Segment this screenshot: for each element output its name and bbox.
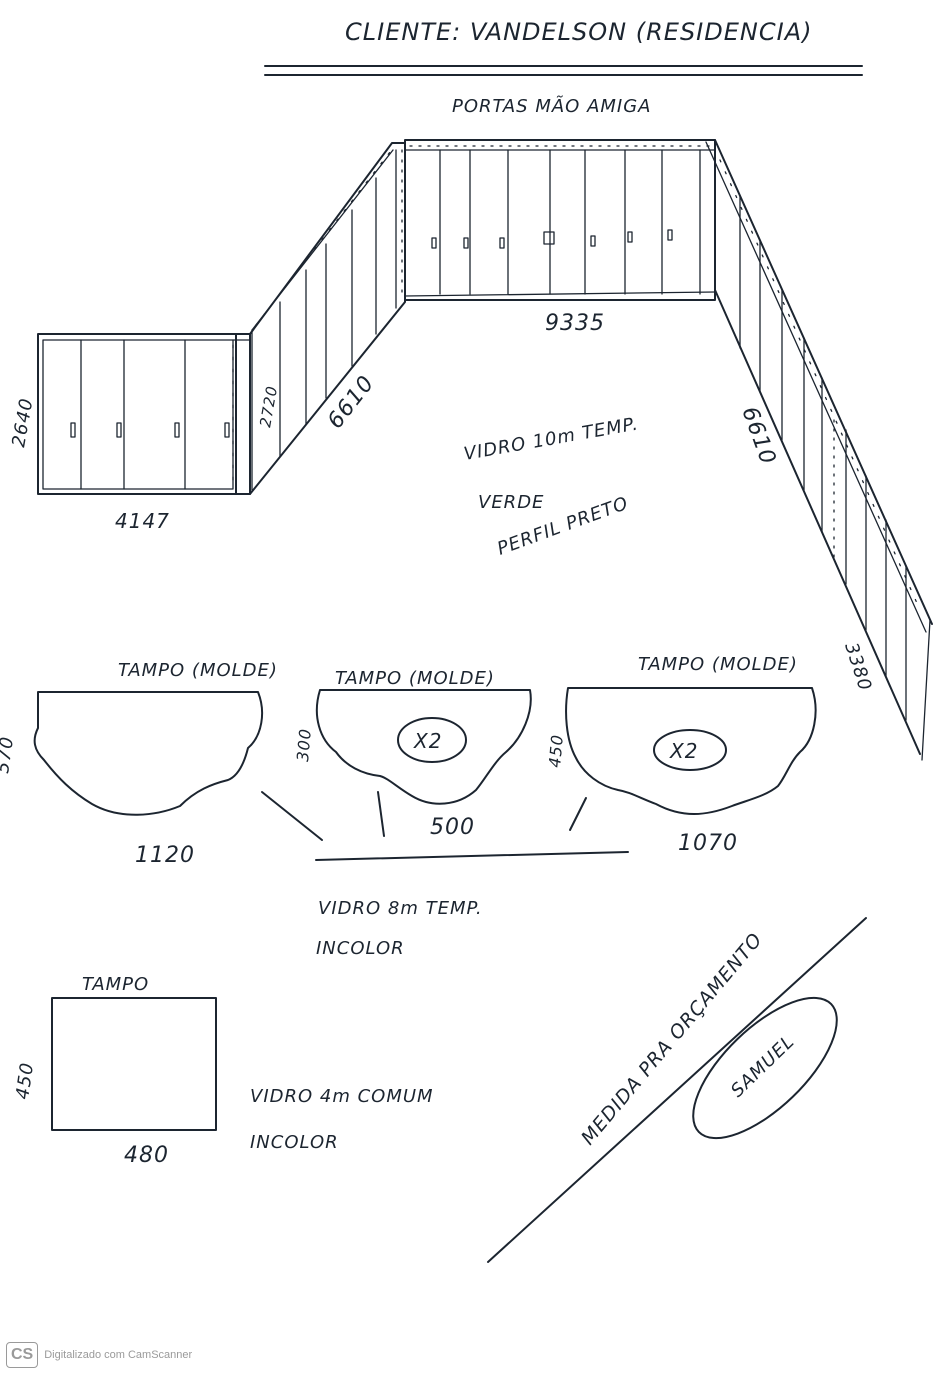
signoff-line [487, 917, 867, 1263]
left-diagonal-section [235, 142, 406, 495]
tampo-2-shape [315, 689, 532, 805]
right-end-dimension: 3380 [840, 640, 875, 694]
signature: SAMUEL [727, 1031, 799, 1102]
scanner-logo: CS [6, 1342, 39, 1368]
tampo-1-height: 570 [0, 735, 18, 775]
scanner-watermark: CS Digitalizado com CamScanner [6, 1342, 192, 1368]
tampo-rect-height: 450 [12, 1061, 38, 1101]
left-diagonal-dimension: 6610 [323, 371, 380, 434]
tampo-rect-note-type: VIDRO 4m COMUM [250, 1086, 434, 1107]
tampo-3-qty-circle [653, 729, 727, 771]
left-width-dimension: 4147 [115, 509, 170, 533]
tampo-2-qty-circle [397, 717, 467, 763]
leader-line-1 [261, 791, 323, 841]
right-diagonal-section [705, 139, 933, 761]
left-wall-section [37, 333, 251, 495]
back-wall-section [404, 139, 716, 301]
glass-note-color: VERDE [478, 492, 544, 513]
signature-oval [692, 996, 838, 1140]
mould-note-type: VIDRO 8m TEMP. [318, 898, 483, 919]
mould-note-color: INCOLOR [316, 938, 405, 959]
tampo-rect-note-color: INCOLOR [250, 1132, 339, 1153]
tampo-2-height: 300 [293, 727, 315, 762]
tampo-3-qty: X2 [669, 739, 698, 763]
tampo-2-qty: X2 [413, 729, 442, 753]
tampo-rect-shape [51, 997, 217, 1131]
scanner-text: Digitalizado com CamScanner [44, 1349, 193, 1361]
right-diagonal-dimension: 6610 [736, 404, 780, 469]
tampo-rect-label: TAMPO [82, 974, 149, 995]
tampo-3-shape [565, 687, 817, 815]
door-subtitle: PORTAS MÃO AMIGA [452, 95, 651, 117]
tampo-3-width: 1070 [678, 831, 738, 856]
mould-note-line [315, 851, 629, 861]
client-title: CLIENTE: VANDELSON (RESIDENCIA) [345, 18, 812, 46]
tampo-3-height: 450 [545, 733, 567, 768]
back-wall-dimension: 9335 [545, 311, 605, 336]
leader-line-3 [569, 797, 587, 831]
end-panel-dimension: 2720 [256, 384, 281, 429]
tampo-1-label: TAMPO (MOLDE) [118, 660, 278, 681]
tampo-rect-width: 480 [124, 1143, 169, 1168]
leader-line-2 [377, 791, 385, 837]
tampo-1-width: 1120 [135, 843, 195, 868]
glass-note-type: VIDRO 10m TEMP. [462, 413, 640, 464]
tampo-2-width: 500 [430, 815, 475, 840]
tampo-2-label: TAMPO (MOLDE) [335, 668, 495, 689]
left-height-dimension: 2640 [8, 396, 37, 449]
tampo-3-label: TAMPO (MOLDE) [638, 654, 798, 675]
tampo-1-shape [33, 691, 264, 816]
